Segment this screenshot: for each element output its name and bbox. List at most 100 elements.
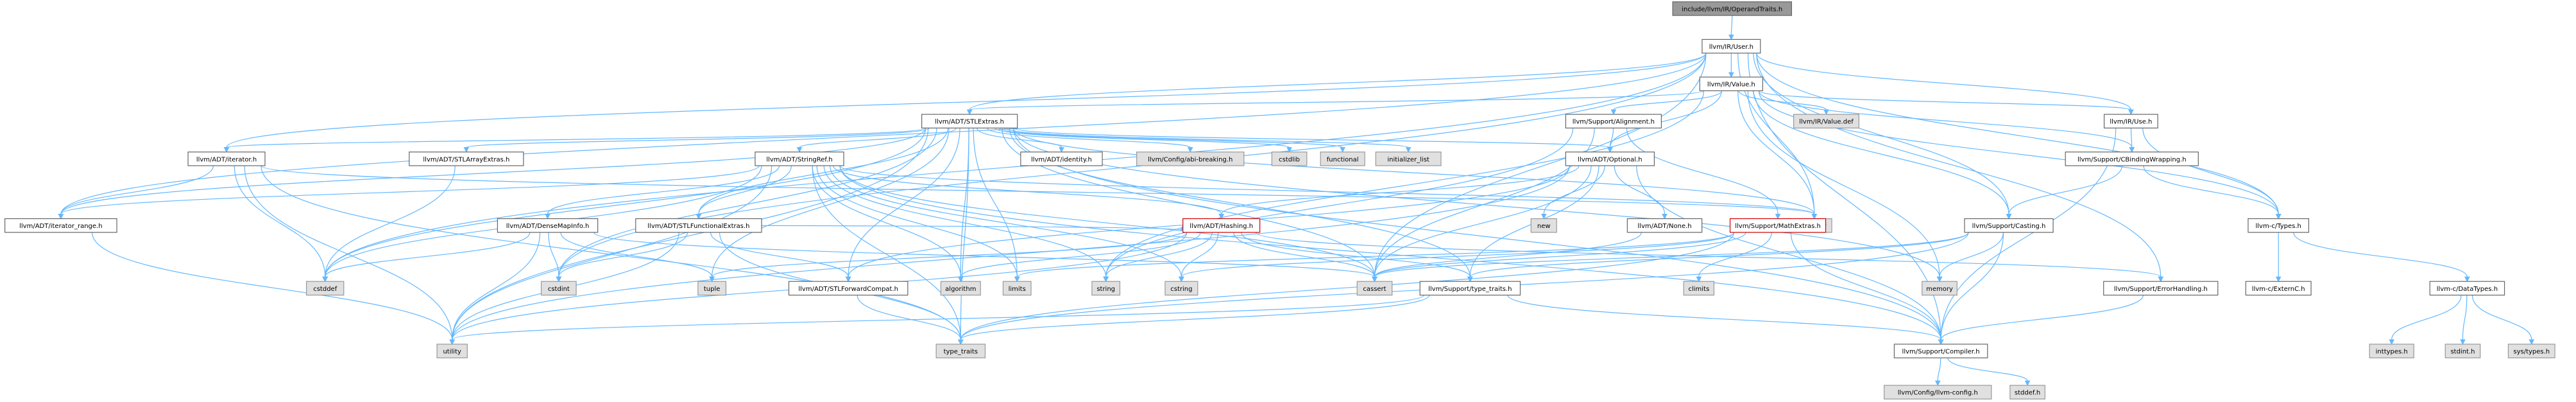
nodes-layer: include/llvm/IR/OperandTraits.h llvm/IR/U… [4,1,2555,399]
node-box [436,344,468,358]
edges-layer [58,15,2535,387]
edge-user-to-value [1728,53,1734,78]
node-alignment[interactable]: llvm/Support/Alignment.h [1565,114,1662,128]
node-box [1626,218,1703,233]
node-box [2009,385,2045,399]
edge-ctypes-to-externc [2275,232,2282,283]
node-label: llvm/ADT/Hashing.h [1190,223,1253,230]
edge-mathextras-to-cstring [1179,232,1735,283]
edge-stlextras-to-type_traits [958,128,969,345]
edge-user-to-stlextras [966,53,1707,116]
node-box [1002,281,1032,296]
node-label: tuple [704,286,721,293]
node-box [1672,1,1793,16]
node-stlarray[interactable]: llvm/ADT/STLArrayExtras.h [409,152,524,166]
node-cassert: cassert [1356,281,1393,296]
edge-casting-to-typetraits_h [1467,232,1969,283]
node-mathextras[interactable]: llvm/Support/MathExtras.h [1729,218,1827,233]
node-optional[interactable]: llvm/ADT/Optional.h [1565,152,1655,166]
node-box [2429,281,2505,296]
node-ctypes[interactable]: llvm-c/Types.h [2248,218,2310,233]
node-stlforward[interactable]: llvm/ADT/STLForwardCompat.h [788,281,908,296]
edge-ctypes-to-datatypes [2293,232,2470,283]
node-use[interactable]: llvm/IR/Use.h [2103,114,2158,128]
node-adtiterator[interactable]: llvm/ADT/iterator.h [187,152,266,166]
node-label: string [1096,286,1115,293]
node-densemapinfo[interactable]: llvm/ADT/DenseMapInfo.h [497,218,599,233]
node-label: stddef.h [2015,390,2040,397]
edge-mathextras-to-limits [1014,232,1735,283]
edge-cbinding-to-casting [2006,165,2123,220]
node-stringref[interactable]: llvm/ADT/StringRef.h [755,152,844,166]
node-casting[interactable]: llvm/Support/Casting.h [1964,218,2054,233]
edge-adtiterator-to-utility [244,166,456,345]
node-box [1020,152,1103,166]
node-label: llvm/IR/User.h [1709,44,1753,51]
node-label: llvm/Support/Casting.h [1972,223,2046,230]
edge-stringref-to-cassert [839,166,1378,283]
node-label: llvm/ADT/None.h [1637,223,1691,230]
edge-casting-to-memory [1936,232,2004,283]
node-box [2248,218,2310,233]
node-climits: climits [1683,281,1715,296]
node-label: utility [443,349,461,356]
edge-stlextras-to-limits [973,128,1020,283]
node-label: llvm/IR/Value.h [1707,82,1755,89]
node-typetraits_h[interactable]: llvm/Support/type_traits.h [1419,281,1521,296]
node-stlfunctional[interactable]: llvm/ADT/STLFunctionalExtras.h [635,218,762,233]
edge-stringref-to-hashing [833,165,1224,220]
node-cbinding[interactable]: llvm/Support/CBindingWrapping.h [2065,152,2199,166]
node-cstddef: cstddef [306,281,345,296]
edge-typetraits_h-to-compiler [1507,295,1944,345]
node-box [1565,114,1662,128]
node-cstring: cstring [1164,281,1198,296]
node-box [4,218,117,233]
node-label: llvm/Support/Compiler.h [1902,349,1980,356]
edge-stlextras-to-cstddef [322,128,926,283]
node-label: llvm/ADT/STLForwardCompat.h [798,286,898,293]
node-box [788,281,908,296]
node-root[interactable]: include/llvm/IR/OperandTraits.h [1672,1,1793,16]
node-box [697,281,727,296]
node-value[interactable]: llvm/IR/Value.h [1699,76,1764,91]
node-compiler[interactable]: llvm/Support/Compiler.h [1893,344,1988,358]
node-label: stdint.h [2450,349,2475,356]
node-externc[interactable]: llvm-c/ExternC.h [2245,281,2312,296]
node-datatypes[interactable]: llvm-c/DataTypes.h [2429,281,2505,296]
edge-value-to-alignment [1610,91,1723,116]
node-box [1136,152,1245,166]
edge-alignment-to-mathextras [1626,128,1781,220]
node-label: memory [1926,286,1953,293]
node-errorhandling[interactable]: llvm/Support/ErrorHandling.h [2103,281,2219,296]
edge-hashing-to-string [1103,232,1213,283]
edge-stlfunctional-to-stlforward [710,232,851,283]
node-identity[interactable]: llvm/ADT/identity.h [1020,152,1103,166]
node-label: llvm/Support/MathExtras.h [1735,223,1821,230]
edge-optional-to-none [1614,166,1668,220]
node-user[interactable]: llvm/IR/User.h [1702,39,1761,54]
edge-use-to-ctypes [2142,128,2282,220]
node-iterrange[interactable]: llvm/ADT/iterator_range.h [4,218,117,233]
node-hashing[interactable]: llvm/ADT/Hashing.h [1182,218,1261,233]
node-box [1419,281,1521,296]
node-label: llvm/ADT/STLExtras.h [935,119,1004,126]
edge-typetraits_h-to-type_traits [958,295,1430,345]
edge-stringref-to-densemapinfo [545,165,780,220]
edge-stringref-to-iterator [839,165,1818,220]
node-functional: functional [1320,152,1365,166]
node-stlextras[interactable]: llvm/ADT/STLExtras.h [921,114,1018,128]
node-label: llvm/ADT/Optional.h [1578,156,1642,163]
node-label: algorithm [945,286,976,293]
node-box [935,344,986,358]
edge-stlextras-to-stlarray [463,127,930,153]
node-none[interactable]: llvm/ADT/None.h [1626,218,1703,233]
edge-user-to-cassert [1372,53,1707,283]
edge-mathextras-to-cassert [1372,232,1746,283]
node-label: llvm/Support/CBindingWrapping.h [2077,156,2187,163]
node-limits: limits [1002,281,1032,296]
node-initlist: initializer_list [1375,152,1442,166]
node-box [2103,281,2219,296]
node-box [2245,281,2312,296]
node-label: initializer_list [1387,156,1429,163]
